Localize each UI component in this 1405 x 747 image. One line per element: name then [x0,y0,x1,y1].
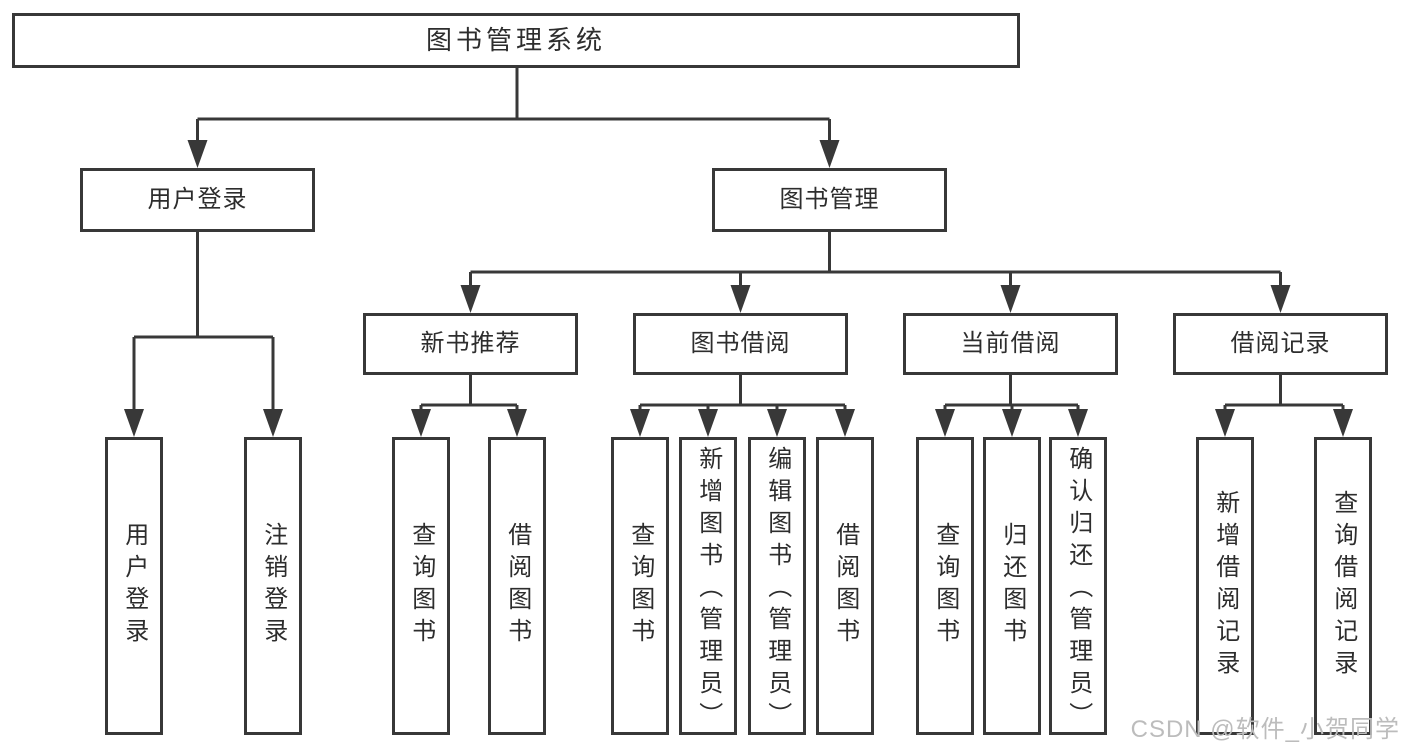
node-current-borrow: 当前借阅 [903,313,1118,375]
csdn-watermark: CSDN @软件_小贺同学 [1130,716,1400,743]
leaf-edit-book-admin: 编辑图书（管理员） [748,437,806,735]
leaf-query-books-borrow: 查询图书 [611,437,669,735]
node-new-book-recommend: 新书推荐 [363,313,578,375]
leaf-borrow-books-recommend: 借阅图书 [488,437,546,735]
node-root: 图书管理系统 [12,13,1020,68]
node-borrow-records: 借阅记录 [1173,313,1388,375]
leaf-query-books-recommend: 查询图书 [392,437,450,735]
leaf-user-login: 用户登录 [105,437,163,735]
leaf-borrow-books-borrow: 借阅图书 [816,437,874,735]
node-book-management: 图书管理 [712,168,947,232]
leaf-query-books-current: 查询图书 [916,437,974,735]
node-user-login: 用户登录 [80,168,315,232]
node-book-borrow: 图书借阅 [633,313,848,375]
leaf-return-books: 归还图书 [983,437,1041,735]
leaf-query-borrow-record: 查询借阅记录 [1314,437,1372,735]
leaf-confirm-return-admin: 确认归还（管理员） [1049,437,1107,735]
leaf-add-borrow-record: 新增借阅记录 [1196,437,1254,735]
leaf-logout: 注销登录 [244,437,302,735]
leaf-add-book-admin: 新增图书（管理员） [679,437,737,735]
